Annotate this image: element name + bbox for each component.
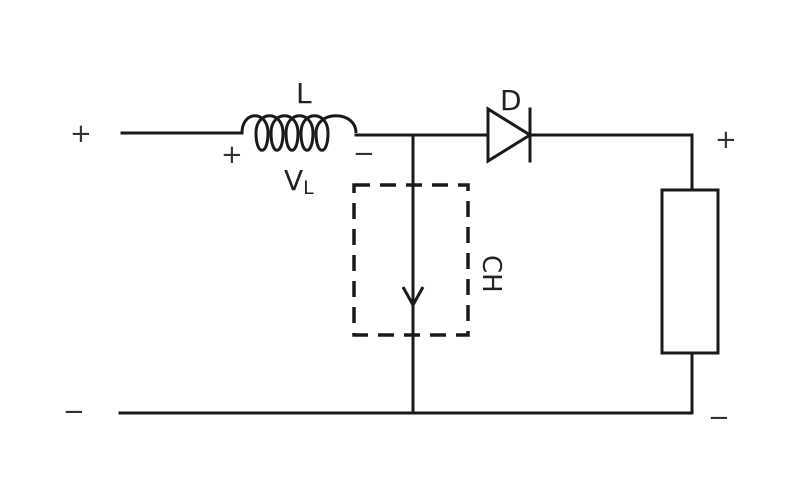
inductor-voltage-label: VL bbox=[284, 164, 314, 199]
inductor-plus-sign: + bbox=[221, 140, 243, 170]
diode-label: D bbox=[500, 84, 522, 117]
input-plus-sign: + bbox=[70, 119, 92, 149]
switch-dashed-box bbox=[352, 183, 470, 337]
output-plus-sign: + bbox=[715, 125, 737, 155]
inductor-label: L bbox=[296, 77, 312, 110]
load-resistor bbox=[660, 188, 720, 355]
diode-triangle bbox=[486, 106, 533, 164]
output-minus-sign: − bbox=[708, 403, 730, 433]
switch-label: CH bbox=[476, 255, 506, 293]
input-minus-sign: − bbox=[63, 397, 85, 427]
current-arrow-icon bbox=[401, 286, 425, 309]
inductor-coil bbox=[240, 114, 358, 152]
inductor-minus-sign: − bbox=[353, 139, 375, 169]
